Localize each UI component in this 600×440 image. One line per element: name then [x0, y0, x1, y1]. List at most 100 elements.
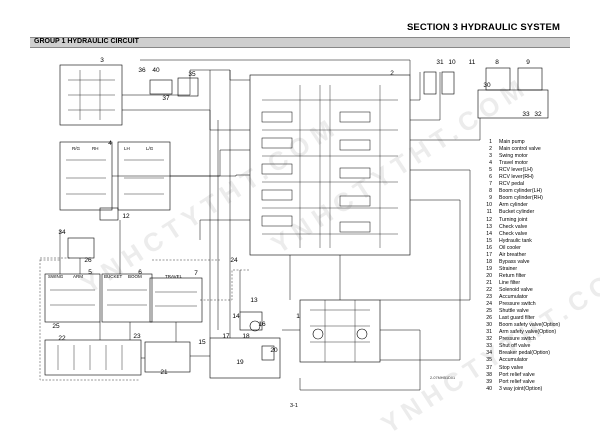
legend-item: 39 Port relief valve — [478, 379, 560, 386]
legend-item-label: Check valve — [499, 230, 528, 237]
legend-item-label: Stop valve — [499, 364, 524, 371]
mcv-spool-6 — [339, 111, 371, 123]
legend-item-number: 2 — [489, 146, 492, 153]
legend-item-label: Strainer — [499, 265, 518, 272]
legend-item-label: Line filter — [499, 279, 521, 286]
legend-item-number: 19 — [486, 265, 492, 272]
return-filter — [261, 345, 275, 361]
pump-internal-lines — [310, 300, 370, 362]
legend-item-label: Pressure switch — [499, 336, 536, 343]
legend-item: 11 Bucket cylinder — [478, 209, 560, 216]
legend-item-number: 13 — [486, 223, 492, 230]
legend-item-number: 33 — [486, 343, 492, 350]
legend-item-label: RCV pedal — [499, 181, 525, 188]
legend-item-number: 6 — [489, 174, 492, 181]
mcv-spool-5 — [261, 215, 293, 227]
rcv-pedal — [149, 277, 203, 323]
callout-3: 3 — [100, 57, 104, 64]
legend-item-label: Bucket cylinder — [499, 209, 535, 216]
legend-item-label: Air breather — [499, 251, 527, 258]
label-bucket: BUCKET — [104, 274, 123, 279]
legend-item-label: Solenoid valve — [499, 286, 533, 293]
legend-item-number: 1 — [489, 139, 492, 145]
mcv-spool-4 — [261, 189, 293, 201]
legend-item-label: Swing motor — [499, 153, 528, 160]
legend-item-label: Boom safety valve(Option) — [499, 322, 561, 329]
legend-item-number: 39 — [486, 378, 492, 385]
legend-item-label: Port relief valve — [499, 378, 535, 385]
hydraulic-tank — [209, 337, 281, 379]
safety-valve-block — [477, 89, 549, 119]
legend-item-label: Boom cylinder(LH) — [499, 188, 542, 195]
legend-item-label: RCV lever(RH) — [499, 174, 534, 181]
legend-item-number: 7 — [489, 181, 492, 188]
mcv-spool-2 — [261, 137, 293, 149]
callout-6: 6 — [138, 269, 142, 276]
callout-16: 16 — [258, 321, 266, 328]
legend-item-label: Bypass valve — [499, 258, 530, 265]
stop-valve-37 — [149, 79, 173, 95]
legend-item-label: Check valve — [499, 223, 528, 230]
accumulator-block — [144, 341, 191, 373]
legend-item-number: 35 — [486, 357, 492, 364]
label-rg: R/G — [72, 146, 81, 151]
breaker-pedal — [67, 237, 95, 259]
hydraulic-circuit-diagram: 1 2 3 4 5 6 7 8 9 10 11 12 13 14 15 16 1… — [39, 57, 549, 391]
callout-33: 33 — [522, 111, 530, 118]
main-pump — [299, 299, 381, 363]
legend-item-number: 38 — [486, 371, 492, 378]
bucket-cylinder — [441, 71, 455, 95]
solenoid-valve — [44, 339, 142, 376]
legend-item-number: 14 — [486, 230, 492, 237]
legend-item-number: 11 — [486, 209, 492, 216]
callout-12: 12 — [122, 213, 130, 220]
legend-item-label: RCV lever(LH) — [499, 167, 533, 174]
callout-9: 9 — [526, 59, 530, 66]
mcv-spool-7 — [339, 139, 371, 151]
legend-item-number: 31 — [486, 329, 492, 336]
legend-item-number: 21 — [486, 279, 492, 286]
pipe-routing — [59, 59, 481, 391]
callout-34: 34 — [58, 229, 66, 236]
callout-40: 40 — [152, 67, 160, 74]
rcv-lever-rh — [101, 273, 153, 323]
legend-item-label: Shut off valve — [499, 343, 531, 350]
callout-19: 19 — [236, 359, 244, 366]
legend-item-number: 10 — [486, 202, 492, 209]
callout-7: 7 — [194, 270, 198, 277]
callout-15: 15 — [198, 339, 206, 346]
callout-14: 14 — [232, 313, 240, 320]
legend-item: 14 Check valve — [478, 231, 560, 238]
callout-20: 20 — [270, 347, 278, 354]
mcv-spool-9 — [339, 195, 371, 207]
callout-11: 11 — [469, 59, 476, 66]
turning-joint — [99, 207, 119, 221]
rcv-lever-lh — [44, 273, 101, 323]
boom-cylinder-rh — [517, 67, 543, 91]
legend-item-number: 12 — [486, 216, 492, 223]
legend-item: 21 Line filter — [478, 280, 560, 287]
group-title-bar — [30, 37, 570, 48]
callout-1: 1 — [296, 313, 300, 320]
legend-item-number: 15 — [486, 237, 492, 244]
legend-item-label: Boom cylinder(RH) — [499, 195, 543, 202]
legend-item-label: Oil cooler — [499, 244, 521, 251]
accumulator-35 — [177, 77, 199, 97]
travel-motor-rh — [59, 141, 113, 211]
mcv-spool-3 — [261, 163, 293, 175]
swing-motor-lines — [68, 70, 115, 120]
